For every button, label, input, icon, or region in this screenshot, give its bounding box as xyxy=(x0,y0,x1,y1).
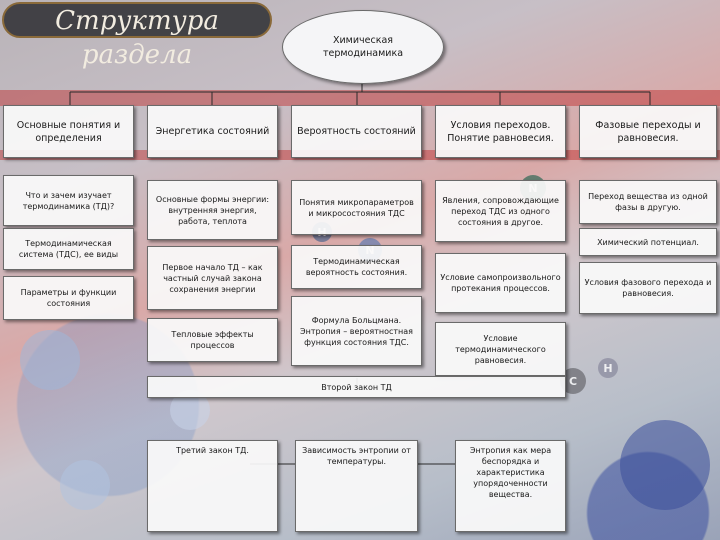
node-first-law: Первое начало ТД – как частный случай за… xyxy=(147,246,278,310)
node-state-functions: Параметры и функции состояния xyxy=(3,276,134,320)
background-stripe xyxy=(0,90,720,106)
node-td-probability: Термодинамическая вероятность состояния. xyxy=(291,245,422,289)
node-entropy-disorder: Энтропия как мера беспорядка и характери… xyxy=(455,440,566,532)
header-basic-concepts: Основные понятия и определения xyxy=(3,105,134,158)
node-spontaneous-condition: Условие самопроизвольного протекания про… xyxy=(435,253,566,313)
background-sphere xyxy=(20,330,80,390)
slide-title: Структура раздела xyxy=(2,2,272,70)
node-thermal-effects: Тепловые эффекты процессов xyxy=(147,318,278,362)
background-sphere xyxy=(60,460,110,510)
header-phase-transitions: Фазовые переходы и равновесия. xyxy=(579,105,717,158)
node-second-law: Второй закон ТД xyxy=(147,376,566,398)
atom-icon: H xyxy=(598,358,618,378)
node-boltzmann: Формула Больцмана. Энтропия – вероятност… xyxy=(291,296,422,366)
node-chemical-potential: Химический потенциал. xyxy=(579,228,717,256)
node-td-system: Термодинамическая система (ТДС), ее виды xyxy=(3,228,134,270)
node-td-purpose: Что и зачем изучает термодинамика (ТД)? xyxy=(3,175,134,226)
background-sphere xyxy=(620,420,710,510)
node-equilibrium-condition: Условие термодинамического равновесия. xyxy=(435,322,566,376)
node-phase-equilibrium: Условия фазового перехода и равновесия. xyxy=(579,262,717,314)
root-node-label: Химическая термодинамика xyxy=(322,35,404,59)
root-node: Химическая термодинамика xyxy=(282,10,444,84)
node-third-law: Третий закон ТД. xyxy=(147,440,278,532)
header-probability: Вероятность состояний xyxy=(291,105,422,158)
node-microstates: Понятия микропараметров и микросостояния… xyxy=(291,180,422,235)
node-phase-change: Переход вещества из одной фазы в другую. xyxy=(579,180,717,224)
node-transition-phenomena: Явления, сопровождающие переход ТДС из о… xyxy=(435,180,566,242)
node-energy-forms: Основные формы энергии: внутренняя энерг… xyxy=(147,180,278,240)
header-transition-conditions: Условия переходов. Понятие равновесия. xyxy=(435,105,566,158)
header-energetics: Энергетика состояний xyxy=(147,105,278,158)
node-entropy-temperature: Зависимость энтропии от температуры. xyxy=(295,440,418,532)
